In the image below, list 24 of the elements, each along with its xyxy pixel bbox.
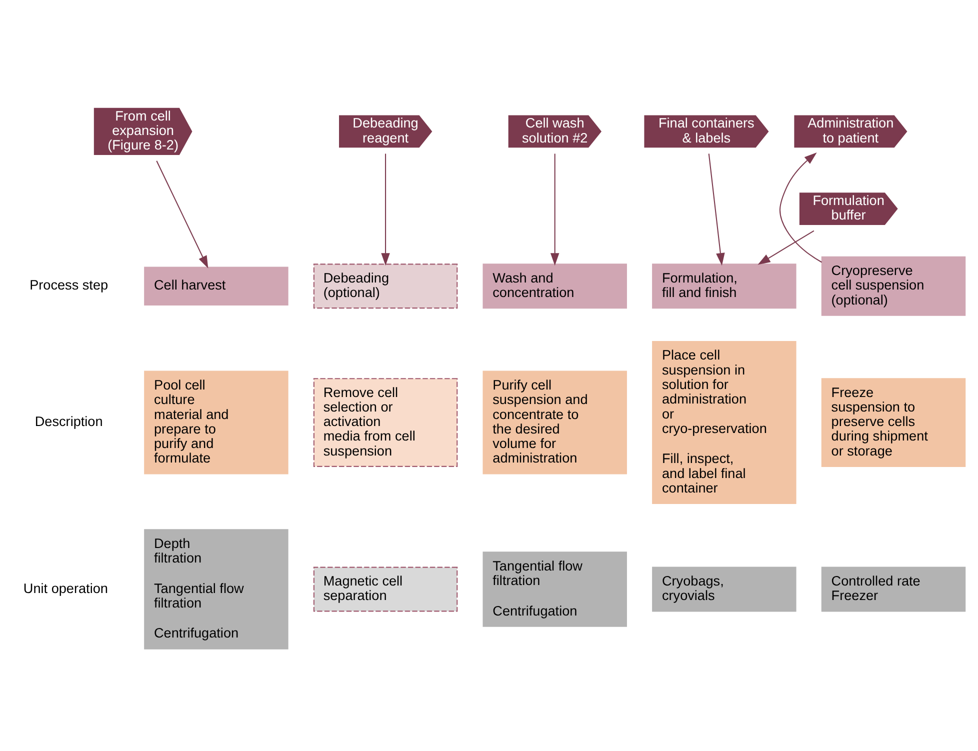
- node-box: Cryopreserve cell suspension (optional): [821, 256, 966, 316]
- node-box: Debeading (optional): [313, 264, 458, 309]
- arrow: [758, 230, 814, 265]
- label: Process step: [30, 278, 108, 293]
- node-box: Freeze suspension to preserve cells during shipment or storage: [821, 378, 966, 467]
- node-box: Magnetic cell separation: [313, 566, 458, 612]
- node-box: Remove cell selection or activation media from cell suspension: [313, 378, 458, 467]
- label: Unit operation: [23, 580, 108, 596]
- arrow: [156, 160, 208, 268]
- arrow: [779, 152, 822, 263]
- arrow: [550, 154, 560, 266]
- node-box: Tangential flow filtration Centrifugation: [482, 552, 627, 627]
- node-box: Purify cell suspension and concentrate to the desired volume for administration: [482, 370, 627, 474]
- node-box: Cell harvest: [144, 266, 288, 306]
- arrow: [708, 154, 725, 266]
- label: Description: [34, 414, 103, 430]
- arrow: [381, 154, 390, 266]
- node-box: Place cell suspension in solution for administration or cryo-preservation Fill, inspect, and label final container: [652, 341, 796, 504]
- node-box: Cryobags, cryovials: [652, 566, 796, 612]
- node-box: Formulation, fill and finish: [652, 264, 796, 309]
- node-box: Wash and concentration: [482, 264, 627, 309]
- node-box: Controlled rate Freezer: [821, 566, 966, 612]
- node-box: Depth filtration Tangential flow filtration Centrifugation: [144, 529, 288, 650]
- node-box: Pool cell culture material and prepare to purify and formulate: [144, 370, 288, 474]
